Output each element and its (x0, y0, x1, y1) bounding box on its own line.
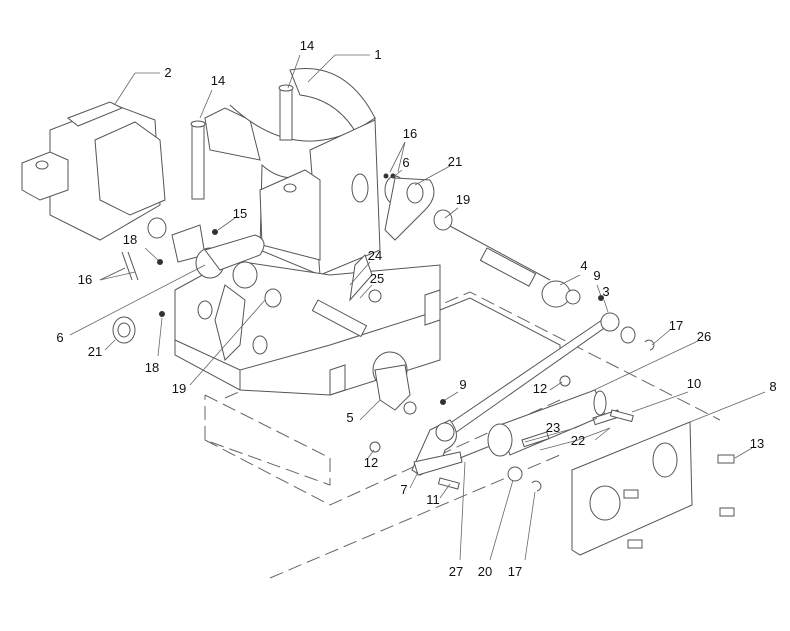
callout-label-17: 17 (508, 564, 522, 579)
leader-line (631, 391, 689, 413)
callout-label-19: 19 (456, 192, 470, 207)
callout-label-18: 18 (123, 232, 137, 247)
callout-label-7: 7 (400, 482, 407, 497)
callout-label-6: 6 (402, 155, 409, 170)
leader-line (409, 471, 419, 489)
leader-line (549, 381, 563, 391)
leader-line (734, 447, 753, 459)
callout-label-21: 21 (88, 344, 102, 359)
part-main-body (190, 68, 381, 276)
leader-line (349, 261, 371, 286)
callout-label-4: 4 (580, 258, 587, 273)
leader-line (104, 339, 116, 351)
callout-label-10: 10 (687, 376, 701, 391)
callout-label-17: 17 (669, 318, 683, 333)
part-cover (21, 101, 166, 241)
leader-line (189, 299, 266, 386)
leader-line (367, 449, 375, 459)
callout-label-13: 13 (750, 436, 764, 451)
callout-label-24: 24 (368, 248, 382, 263)
leader-line (603, 299, 609, 313)
leader-line (199, 89, 213, 119)
leader-line (489, 479, 514, 561)
leader-line (524, 427, 576, 443)
callout-label-14: 14 (211, 73, 225, 88)
leader-line (359, 399, 381, 421)
leader-line (359, 284, 373, 299)
leader-line (459, 461, 466, 561)
callout-label-18: 18 (145, 360, 159, 375)
leader-line (444, 391, 459, 401)
callout-label-16: 16 (403, 126, 417, 141)
callout-label-9: 9 (593, 268, 600, 283)
leader-line (397, 141, 406, 173)
leader-line (574, 417, 598, 429)
callout-label-12: 12 (364, 455, 378, 470)
callout-label-1: 1 (374, 47, 381, 62)
callout-label-16: 16 (78, 272, 92, 287)
leader-line (589, 339, 701, 393)
leader-line (391, 169, 403, 179)
leader-line (99, 271, 136, 281)
callout-label-8: 8 (769, 379, 776, 394)
leader-line (287, 54, 301, 89)
leader-line (217, 217, 236, 231)
leader-line (414, 165, 451, 186)
leader-line (596, 284, 602, 297)
callout-label-15: 15 (233, 206, 247, 221)
callout-label-9: 9 (459, 377, 466, 392)
part-mount-plate (571, 421, 735, 556)
callout-label-21: 21 (448, 154, 462, 169)
part-tie-rod (372, 312, 655, 476)
leader-line (577, 427, 611, 441)
callout-label-20: 20 (478, 564, 492, 579)
callout-label-3: 3 (602, 284, 609, 299)
callout-label-2: 2 (164, 65, 171, 80)
leader-line (157, 317, 163, 357)
leader-line (99, 267, 126, 281)
callout-label-14: 14 (300, 38, 314, 53)
callout-label-11: 11 (426, 492, 440, 507)
leader-line (439, 483, 451, 499)
callout-label-19: 19 (172, 381, 186, 396)
leader-line (689, 391, 766, 423)
callout-label-23: 23 (546, 420, 560, 435)
callout-label-27: 27 (449, 564, 463, 579)
leader-line (594, 427, 611, 441)
leader-line (307, 54, 336, 83)
leader-line (444, 207, 459, 219)
leader-line (144, 247, 159, 261)
leader-line (389, 141, 406, 173)
callout-label-12: 12 (533, 381, 547, 396)
callout-label-22: 22 (571, 433, 585, 448)
part-right-linkage (349, 173, 604, 308)
callout-label-26: 26 (697, 329, 711, 344)
callout-label-6: 6 (56, 330, 63, 345)
callout-label-5: 5 (346, 410, 353, 425)
callout-label-25: 25 (370, 271, 384, 286)
part-left-linkage (112, 217, 282, 361)
leader-line (114, 72, 136, 105)
leader-line (524, 491, 536, 561)
leader-line (539, 439, 579, 451)
leader-line (559, 274, 581, 286)
leader-line (69, 264, 206, 336)
leader-line (651, 329, 671, 346)
